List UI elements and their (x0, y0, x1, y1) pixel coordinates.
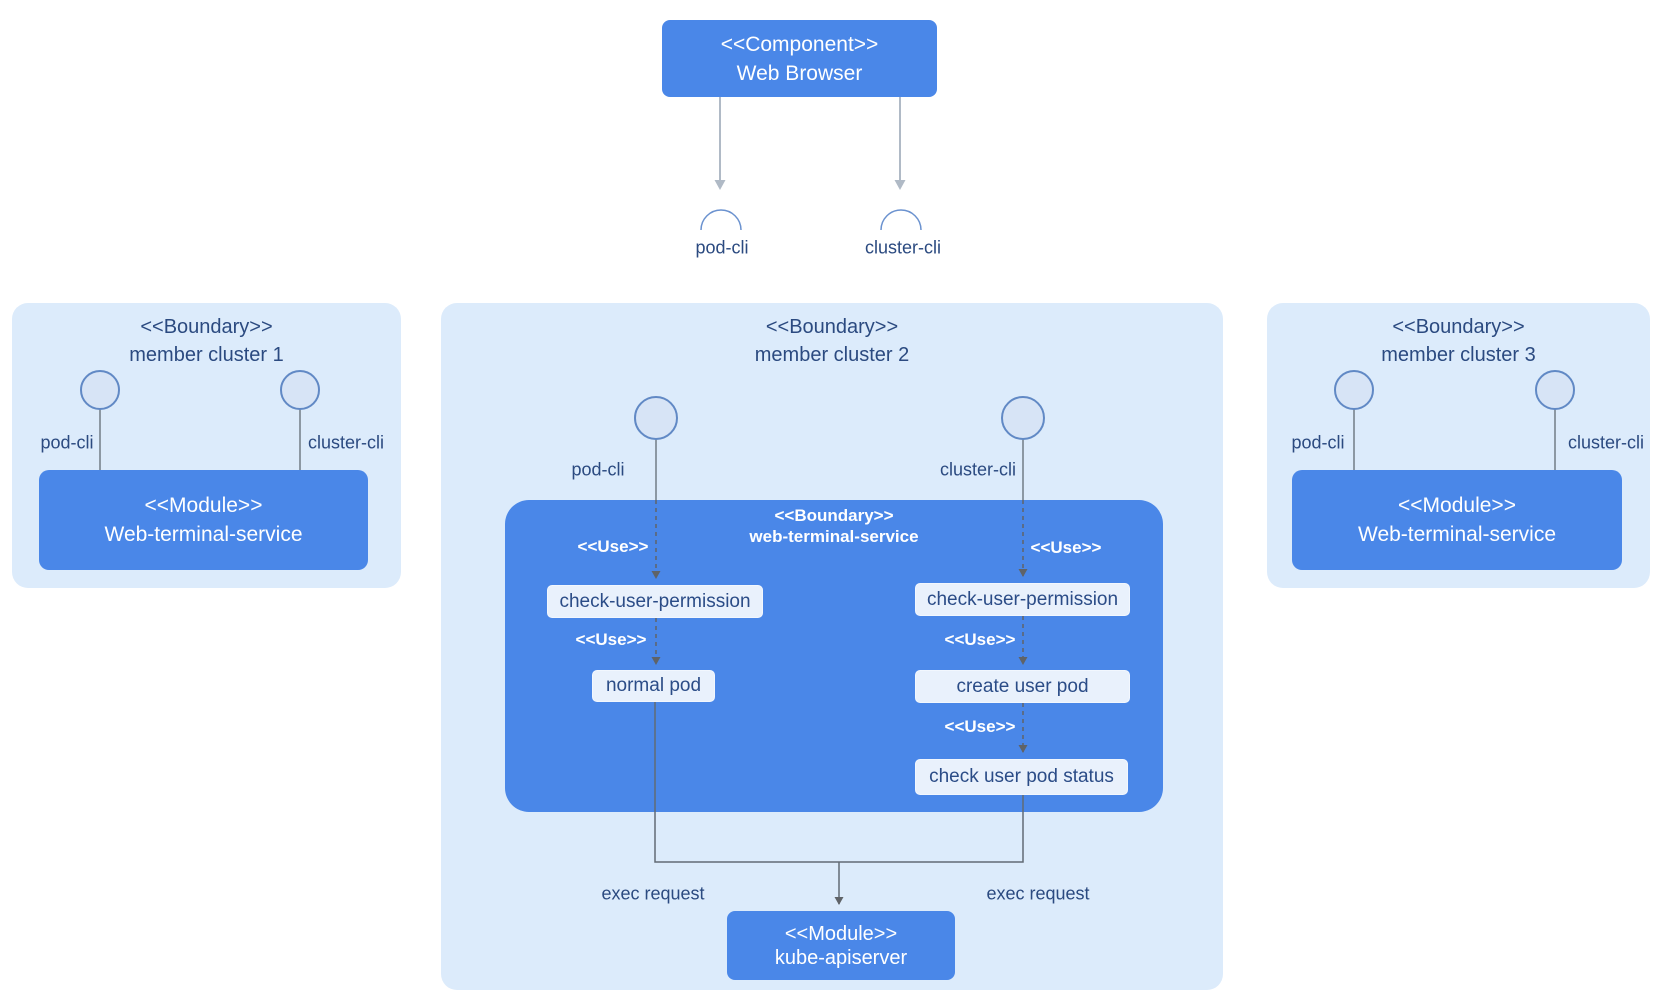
module-3-stereotype: <<Module>> (1398, 494, 1516, 517)
module-1-stereotype: <<Module>> (144, 494, 263, 517)
exec-request-label-right: exec request (986, 883, 1090, 904)
boundary-1-title: <<Boundary>> member cluster 1 (12, 313, 401, 369)
boundary-2-stereotype: <<Boundary>> (765, 316, 899, 338)
component-web-browser: <<Component>> Web Browser (662, 20, 937, 97)
use-label-pod-1: <<Use>> (577, 537, 649, 556)
kube-name: kube-apiserver (774, 946, 908, 969)
use-label-cluster-1: <<Use>> (1030, 538, 1102, 557)
cluster1-pod-cli-label: pod-cli (40, 432, 94, 453)
component-name: Web Browser (736, 61, 863, 85)
inner-boundary-stereotype: <<Boundary>> (774, 506, 894, 525)
module-kube-apiserver: <<Module>> kube-apiserver (727, 911, 955, 980)
step-check-user-permission-cluster: check-user-permission (915, 583, 1130, 616)
component-stereotype: <<Component>> (720, 32, 879, 56)
cluster2-pod-cli-label: pod-cli (571, 459, 625, 480)
inner-boundary-name: web-terminal-service (749, 527, 919, 546)
module-web-terminal-service-1: <<Module>> Web-terminal-service (39, 470, 368, 570)
boundary-3-stereotype: <<Boundary>> (1392, 316, 1525, 338)
step-label: check-user-permission (926, 588, 1119, 610)
use-label-pod-2: <<Use>> (575, 630, 647, 649)
cluster2-cluster-cli-label: cluster-cli (939, 459, 1017, 480)
boundary-2-title: <<Boundary>> member cluster 2 (441, 313, 1223, 369)
use-label-cluster-3: <<Use>> (944, 717, 1016, 736)
cluster3-pod-cli-label: pod-cli (1291, 432, 1345, 453)
kube-stereotype: <<Module>> (784, 922, 898, 945)
exec-request-label-left: exec request (601, 883, 705, 904)
step-normal-pod: normal pod (592, 670, 715, 702)
socket-label-cluster-cli: cluster-cli (864, 237, 942, 258)
step-create-user-pod: create user pod (915, 670, 1130, 703)
module-3-name: Web-terminal-service (1358, 523, 1556, 546)
cluster1-cluster-cli-label: cluster-cli (307, 432, 385, 453)
step-label: check user pod status (929, 766, 1114, 787)
boundary-1-name: member cluster 1 (129, 344, 284, 366)
step-label: create user pod (956, 675, 1089, 697)
socket-label-pod-cli: pod-cli (695, 237, 749, 258)
boundary-1-stereotype: <<Boundary>> (140, 316, 273, 338)
boundary-3-title: <<Boundary>> member cluster 3 (1267, 313, 1650, 369)
module-1-name: Web-terminal-service (104, 523, 303, 546)
boundary-2-name: member cluster 2 (754, 344, 910, 366)
step-label: normal pod (605, 675, 702, 696)
cluster3-cluster-cli-label: cluster-cli (1567, 432, 1645, 453)
web-terminal-service-title: <<Boundary>> web-terminal-service (505, 505, 1163, 547)
step-label: check-user-permission (559, 590, 751, 612)
use-label-cluster-2: <<Use>> (944, 630, 1016, 649)
boundary-3-name: member cluster 3 (1381, 344, 1536, 366)
step-check-user-pod-status: check user pod status (915, 759, 1128, 795)
required-socket-icon-cluster-cli (880, 209, 922, 231)
module-web-terminal-service-3: <<Module>> Web-terminal-service (1292, 470, 1622, 570)
required-socket-icon-pod-cli (700, 209, 742, 231)
step-check-user-permission-pod: check-user-permission (547, 585, 763, 618)
